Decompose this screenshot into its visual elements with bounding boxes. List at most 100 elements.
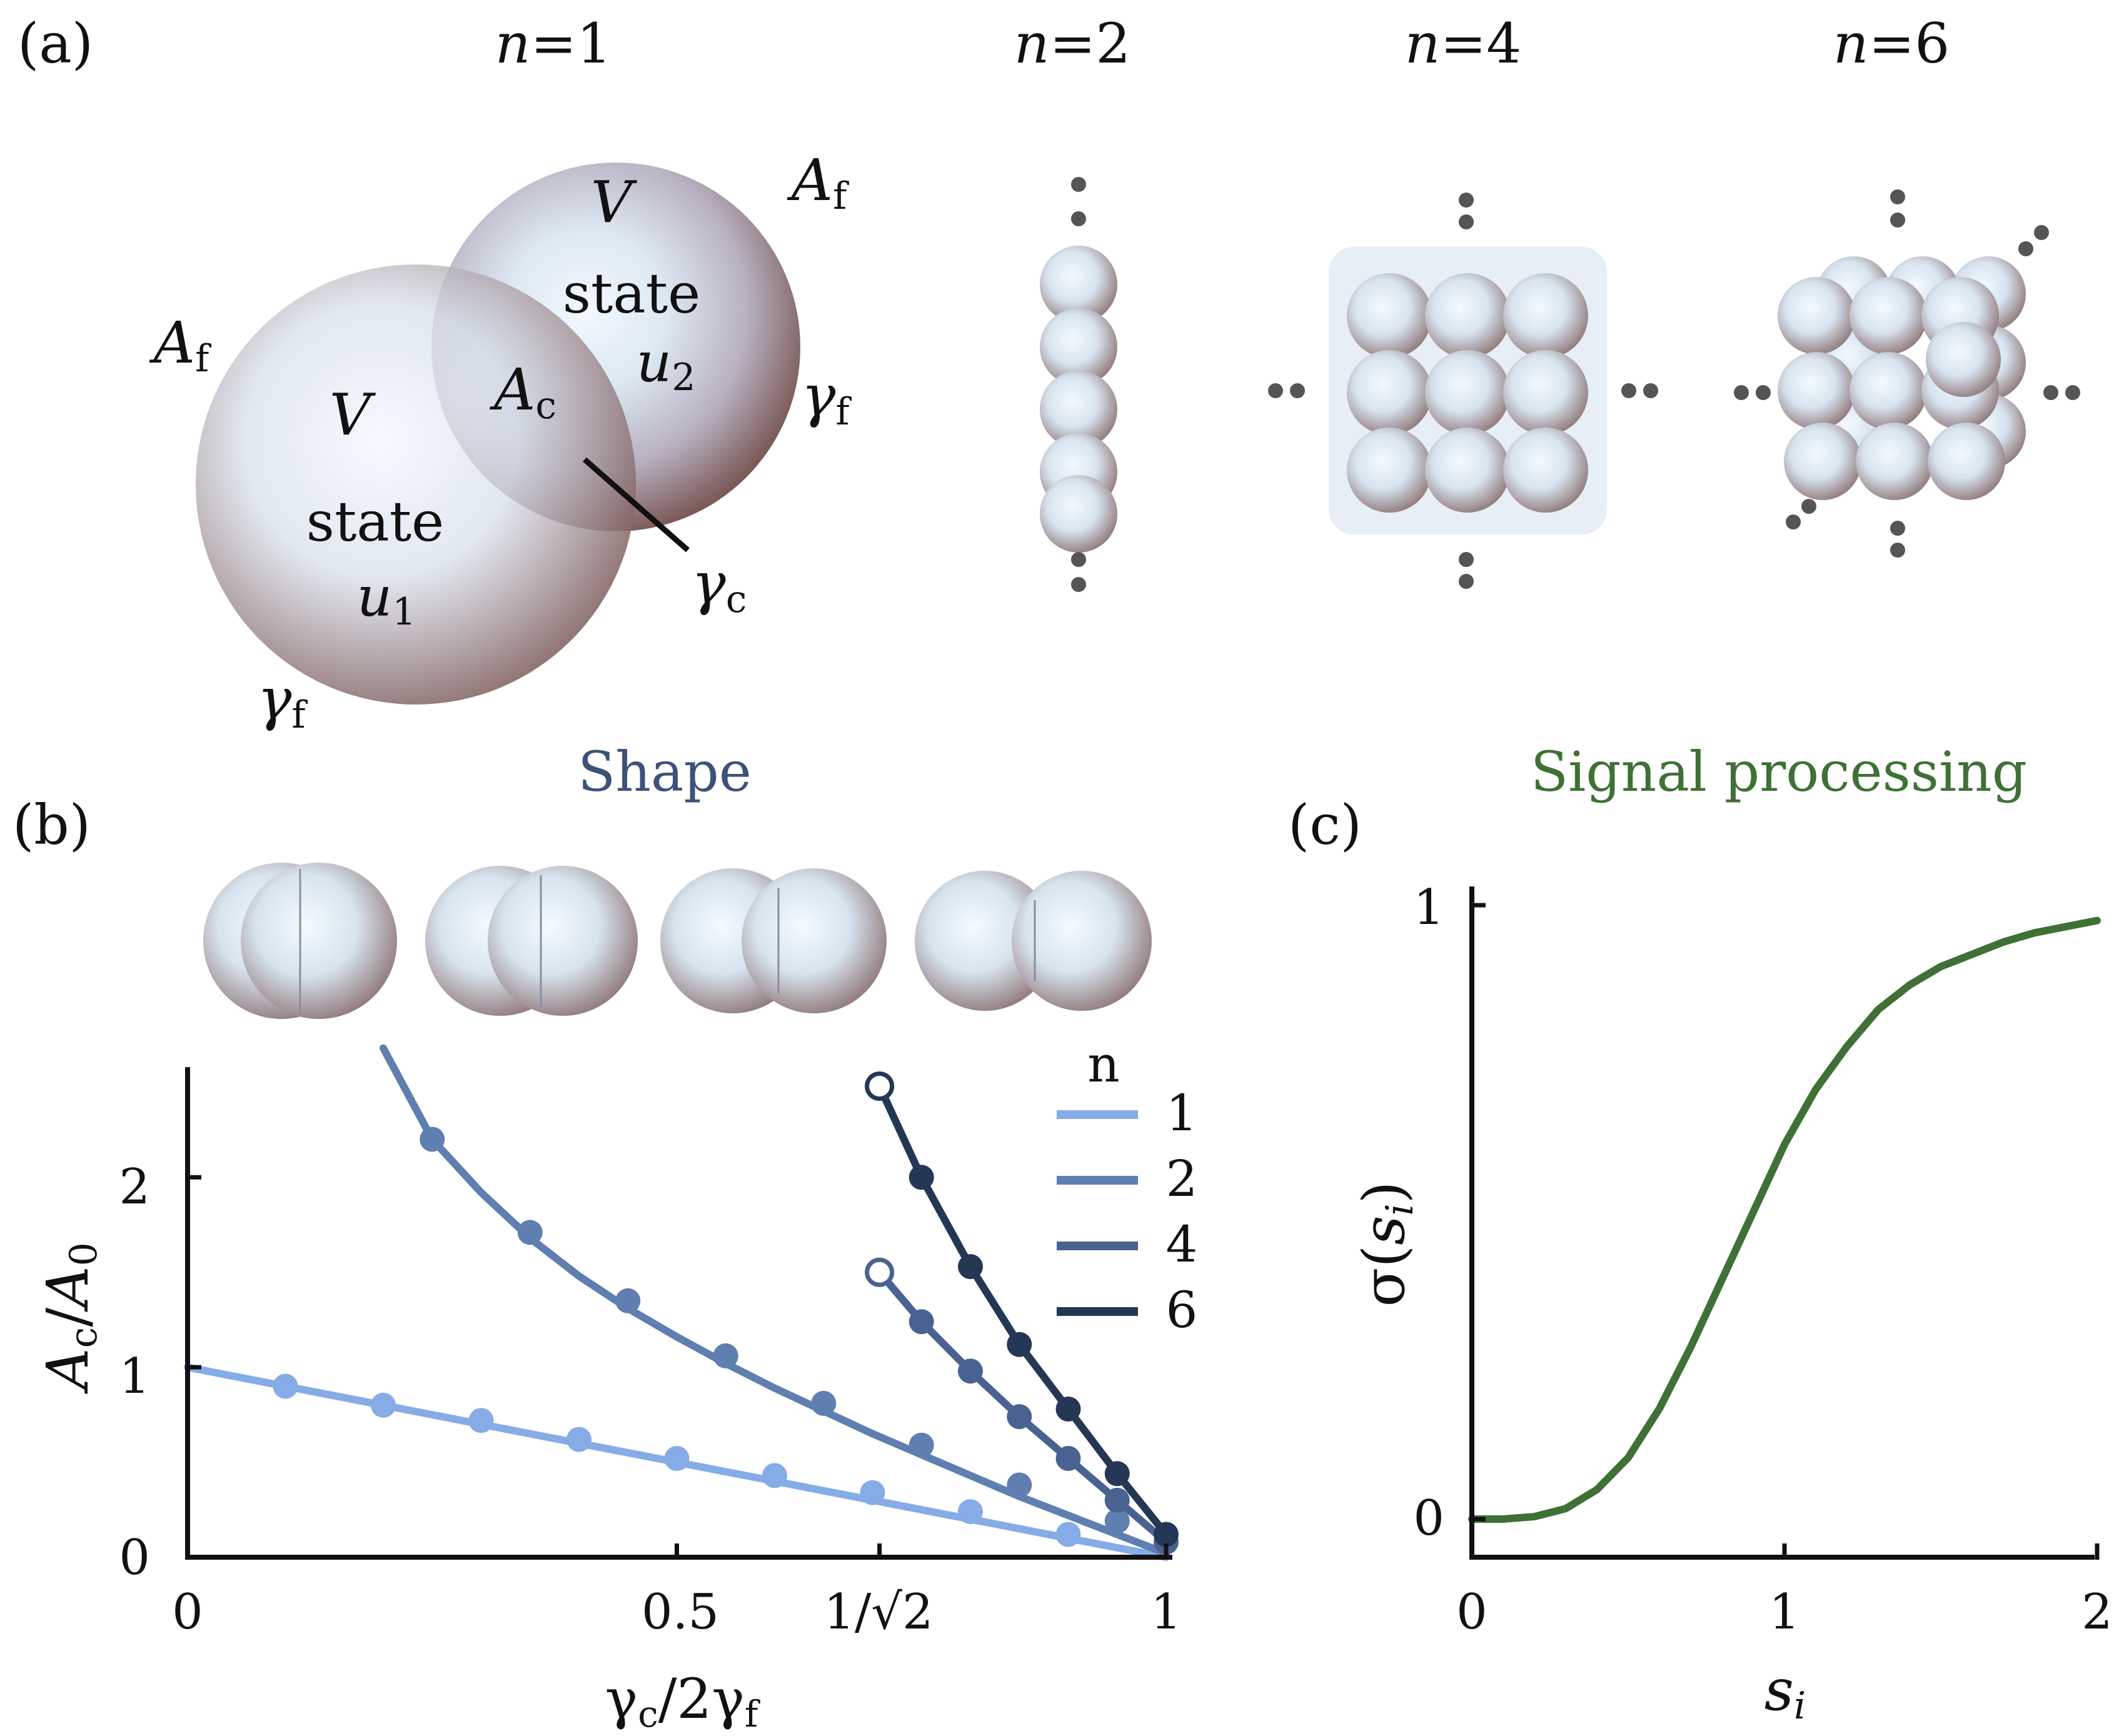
ellipsis-dot: [1071, 552, 1086, 567]
cell-sphere: [1040, 371, 1117, 448]
data-point-n6: [1007, 1332, 1032, 1357]
grid-spheres: [1347, 273, 1588, 513]
chart-b-x-label: γc/2γf: [605, 1667, 760, 1735]
cell-sphere: [1425, 428, 1510, 513]
x-tick-label: 1: [1150, 1584, 1182, 1640]
data-point-n2: [909, 1432, 934, 1458]
ellipsis-dot: [1290, 383, 1305, 398]
data-point-n1: [371, 1392, 396, 1418]
data-point-n4: [1055, 1446, 1081, 1471]
n-label-1: n=1: [495, 11, 612, 76]
gamma-f-label-right: γf: [801, 363, 852, 434]
cell-sphere: [1425, 273, 1510, 358]
chart-c-ticks: [1469, 903, 2100, 1560]
n-label-4: n=4: [1405, 11, 1521, 76]
x-tick-label: 0.5: [642, 1584, 719, 1640]
ellipsis-dot: [1890, 213, 1905, 228]
data-point-n1: [273, 1373, 298, 1399]
ellipsis-dot: [2034, 225, 2049, 240]
ellipsis-dot: [1890, 543, 1905, 558]
series-line-n2: [380, 1044, 1170, 1557]
chart-b-y-label: Ac/A0: [34, 1242, 106, 1395]
data-point-n2: [517, 1220, 543, 1245]
Ac-label: Ac: [489, 356, 556, 428]
legend-label-n1: 1: [1166, 1084, 1198, 1142]
cell-1-sphere: [196, 264, 636, 705]
doublet-shape: [660, 868, 887, 1013]
n-label-2: n=2: [1014, 11, 1130, 76]
data-point-n6: [1154, 1522, 1179, 1547]
cell-sphere: [1856, 423, 1933, 500]
panel-a-label: (a): [18, 11, 93, 76]
chart-b: 0 0.5 1/√2 1 0 1 2 γc/2γf Ac/A0 n 1 2 4 6: [34, 1035, 1197, 1735]
data-point-n4: [958, 1358, 983, 1384]
legend-label-n6: 6: [1166, 1281, 1198, 1339]
gamma-f-label-bottom: γf: [257, 666, 308, 737]
cell-sphere: [915, 871, 1055, 1011]
chart-b-ticks: [185, 1175, 1169, 1560]
y-tick-label: 0: [1413, 1490, 1444, 1547]
data-point-n4: [1104, 1487, 1130, 1513]
ellipsis-dot: [2043, 385, 2058, 400]
n4-grid-illustration: [1268, 193, 1658, 589]
y-tick-label: 2: [119, 1159, 150, 1215]
n2-chain-illustration: [1040, 177, 1117, 592]
data-point-n4: [1007, 1404, 1032, 1430]
chart-c: 0 1 2 0 1 si σ(si): [1351, 880, 2113, 1728]
cell-sphere: [1040, 308, 1117, 386]
n-label-6: n=6: [1833, 11, 1950, 76]
chart-b-legend: n 1 2 4 6: [1057, 1035, 1197, 1339]
ellipsis-dot: [1801, 499, 1816, 514]
Af-label-left: Af: [149, 309, 211, 381]
cell-sphere: [488, 866, 638, 1016]
data-point-n1: [664, 1446, 690, 1471]
cell-sphere: [1040, 246, 1117, 323]
ellipsis-dot: [1643, 383, 1658, 398]
ellipsis-dot: [1459, 552, 1474, 567]
shape-sequence-illustration: [203, 863, 1152, 1019]
y-tick-label: 1: [119, 1348, 150, 1405]
data-point-n2: [1104, 1508, 1130, 1534]
x-tick-label: 0: [172, 1584, 203, 1640]
legend-title: n: [1087, 1035, 1120, 1093]
ellipsis-dot: [1890, 521, 1905, 536]
legend-label-n2: 2: [1166, 1150, 1198, 1208]
ellipsis-dot: [1459, 574, 1474, 589]
cell-sphere: [1425, 350, 1510, 435]
cell-sphere: [1850, 277, 1927, 354]
data-point-n2: [420, 1126, 445, 1152]
ellipsis-dot: [1071, 577, 1086, 592]
ellipsis-dot: [1786, 514, 1801, 529]
ellipsis-dot: [1071, 211, 1086, 226]
data-point-n1: [1055, 1522, 1081, 1547]
chart-c-x-label: si: [1764, 1657, 1806, 1728]
x-tick-label: 0: [1456, 1584, 1487, 1640]
data-point-n2: [615, 1288, 641, 1313]
two-cell-illustration: V state u2 V state u1 Ac Af Af γf γc γf: [149, 147, 852, 737]
y-tick-label: 0: [119, 1530, 150, 1586]
legend-label-n4: 4: [1166, 1215, 1198, 1273]
chart-c-y-label: σ(si): [1351, 1181, 1422, 1307]
cell-sphere: [1503, 273, 1588, 358]
n6-lattice-illustration: [1734, 189, 2080, 558]
x-tick-label: 1/√2: [823, 1584, 933, 1640]
n-labels: n=1 n=2 n=4 n=6: [495, 11, 1950, 76]
chart-b-series: [184, 1044, 1179, 1561]
cell-sphere: [1012, 871, 1152, 1011]
data-point-n6: [1104, 1461, 1130, 1487]
cell-sphere: [1778, 277, 1855, 354]
cell-sphere: [1926, 322, 2001, 397]
u2-label: u2: [637, 330, 696, 399]
data-point-n1: [958, 1499, 983, 1525]
gamma-c-pointer: [583, 457, 690, 553]
ellipsis-dot: [1621, 383, 1636, 398]
cell-sphere: [742, 868, 887, 1013]
data-point-n4: [865, 1257, 895, 1287]
data-point-n1: [860, 1480, 885, 1505]
cell-sphere: [1778, 352, 1855, 429]
ellipsis-dot: [1734, 385, 1749, 400]
state-word-2: state: [563, 261, 700, 326]
cell-sphere: [241, 863, 397, 1019]
